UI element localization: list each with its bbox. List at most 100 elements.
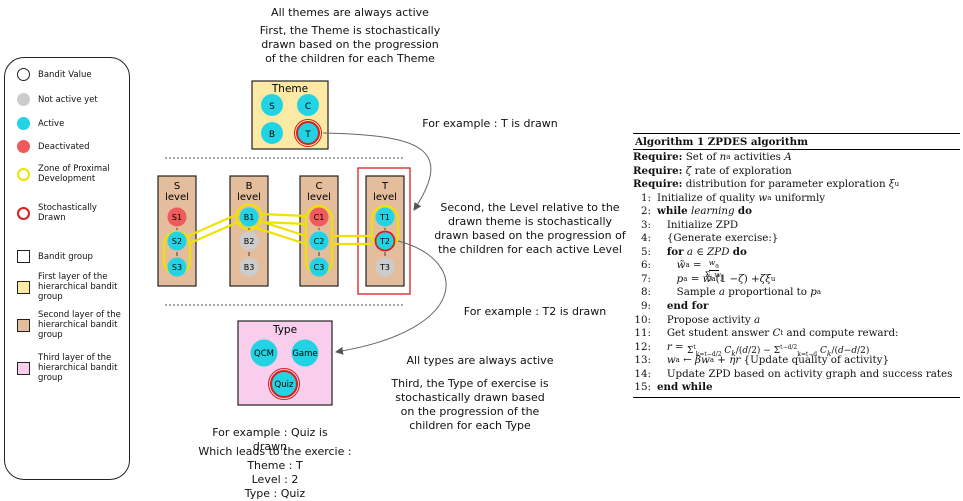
svg-text:level: level — [307, 192, 331, 203]
svg-text:C3: C3 — [314, 263, 325, 272]
legend-item-third-layer: Third layer of the hierarchical bandit g… — [17, 353, 124, 383]
node-b1: B1 — [239, 207, 259, 227]
arrow-level-to-type — [335, 240, 447, 355]
svg-text:level: level — [373, 192, 397, 203]
tan-square-icon — [17, 318, 30, 332]
legend-label: Zone of Proximal Development — [38, 164, 110, 184]
theme-node-s: S — [261, 94, 283, 116]
svg-text:B3: B3 — [244, 263, 255, 272]
legend-label: Deactivated — [38, 141, 90, 152]
svg-text:S3: S3 — [172, 263, 182, 272]
t-drawn-caption: For example : T is drawn — [422, 117, 558, 130]
red-circle-icon — [17, 140, 30, 153]
algo-line-14: 14: Update ZPD based on activity graph a… — [634, 367, 953, 380]
legend-item-active: Active — [17, 117, 124, 130]
level-draw-caption: Second, the Level relative to the drawn … — [434, 201, 626, 256]
svg-text:S: S — [269, 102, 275, 112]
theme-box-title: Theme — [271, 83, 308, 95]
svg-text:C2: C2 — [314, 237, 325, 246]
svg-text:Quiz: Quiz — [275, 380, 294, 390]
svg-text:C: C — [316, 181, 323, 192]
legend-item-bandit-value: Bandit Value — [17, 68, 124, 81]
legend-panel: Bandit Value Not active yet Active Deact… — [4, 57, 130, 480]
legend-item-not-active: Not active yet — [17, 93, 124, 106]
legend-item-first-layer: First layer of the hierarchical bandit g… — [17, 272, 124, 302]
red-ring-icon — [17, 206, 30, 220]
algo-line-5: 5: for a ∈ ZPD do — [640, 245, 747, 258]
gray-circle-icon — [17, 93, 30, 106]
svg-text:T1: T1 — [379, 213, 390, 222]
algo-line-2: 2:while learning do — [640, 205, 752, 218]
legend-label: Third layer of the hierarchical bandit g… — [38, 353, 118, 383]
theme-node-b: B — [261, 122, 283, 144]
legend-item-deactivated: Deactivated — [17, 140, 124, 153]
require-line-3: Require: distribution for parameter expl… — [633, 178, 900, 191]
legend-label: Bandit group — [38, 251, 93, 262]
svg-text:C1: C1 — [314, 213, 325, 222]
quiz-drawn-caption: For example : Quiz is drawn — [212, 426, 328, 453]
types-active-caption: All types are always active — [406, 354, 554, 367]
algo-line-10: 10: Propose activity a — [634, 313, 761, 326]
exercise-result: Which leads to the exercie : Theme : T L… — [198, 445, 352, 500]
theme-box: Theme S C B T — [251, 80, 329, 150]
theme-draw-caption: First, the Theme is stochastically drawn… — [259, 24, 441, 65]
drawn-level-highlight — [357, 167, 411, 295]
node-s2: S2 — [167, 231, 187, 251]
node-s1: S1 — [167, 207, 187, 227]
svg-text:B2: B2 — [244, 237, 255, 246]
level-connectors — [176, 228, 386, 256]
node-c2: C2 — [309, 231, 329, 251]
cyan-circle-icon — [17, 117, 30, 130]
white-circle-icon — [17, 68, 30, 81]
algorithm-box: Algorithm 1 ZPDES algorithm Require: Set… — [633, 133, 960, 398]
legend-item-bandit-group: Bandit group — [17, 250, 124, 263]
legend-label: Second layer of the hierarchical bandit … — [38, 310, 121, 340]
svg-text:B: B — [269, 130, 275, 140]
theme-node-c: C — [297, 94, 319, 116]
legend-item-drawn: Stochastically Drawn — [17, 203, 124, 223]
node-t1: T1 — [375, 207, 395, 227]
algorithm-title: Algorithm 1 ZPDES algorithm — [633, 133, 960, 150]
legend-label: Active — [38, 118, 65, 129]
svg-text:S1: S1 — [172, 213, 182, 222]
type-node-quiz: Quiz — [268, 368, 300, 400]
legend-label: Stochastically Drawn — [38, 203, 97, 223]
node-b3: B3 — [239, 257, 259, 277]
node-t2: T2 — [374, 230, 396, 252]
svg-text:S2: S2 — [172, 237, 182, 246]
svg-text:T: T — [381, 181, 389, 192]
type-box-title: Type — [272, 324, 297, 336]
white-square-icon — [17, 250, 30, 263]
yellow-ring-icon — [17, 167, 30, 181]
pink-square-icon — [17, 361, 30, 375]
legend-label: Bandit Value — [38, 69, 92, 80]
node-c3: C3 — [309, 257, 329, 277]
svg-text:level: level — [237, 192, 261, 203]
svg-text:B1: B1 — [244, 213, 255, 222]
algo-line-4: 4: {Generate exercise:} — [640, 232, 779, 245]
svg-text:level: level — [165, 192, 189, 203]
svg-text:C: C — [305, 102, 311, 112]
legend-item-second-layer: Second layer of the hierarchical bandit … — [17, 310, 124, 340]
t2-drawn-caption: For example : T2 is drawn — [463, 305, 607, 318]
algo-line-15: 15:end while — [634, 381, 713, 394]
zpd-zone — [162, 203, 400, 276]
legend-label: First layer of the hierarchical bandit g… — [38, 272, 118, 302]
algo-line-3: 3: Initialize ZPD — [640, 218, 739, 231]
arrow-theme-to-level — [322, 132, 432, 211]
algo-line-12: 12: r = Σtk=t−d/2 Ck/(d/2) − Σt−d/2k=t−d… — [634, 340, 870, 358]
type-node-qcm: QCM — [250, 339, 278, 367]
algo-line-9: 9: end for — [640, 300, 709, 313]
legend-item-zpd: Zone of Proximal Development — [17, 164, 124, 184]
type-node-game: Game — [291, 339, 319, 367]
svg-text:Game: Game — [292, 349, 317, 359]
yellow-square-icon — [17, 280, 30, 294]
type-draw-caption: Third, the Type of exercise is stochasti… — [391, 377, 549, 432]
svg-text:S: S — [174, 181, 180, 192]
